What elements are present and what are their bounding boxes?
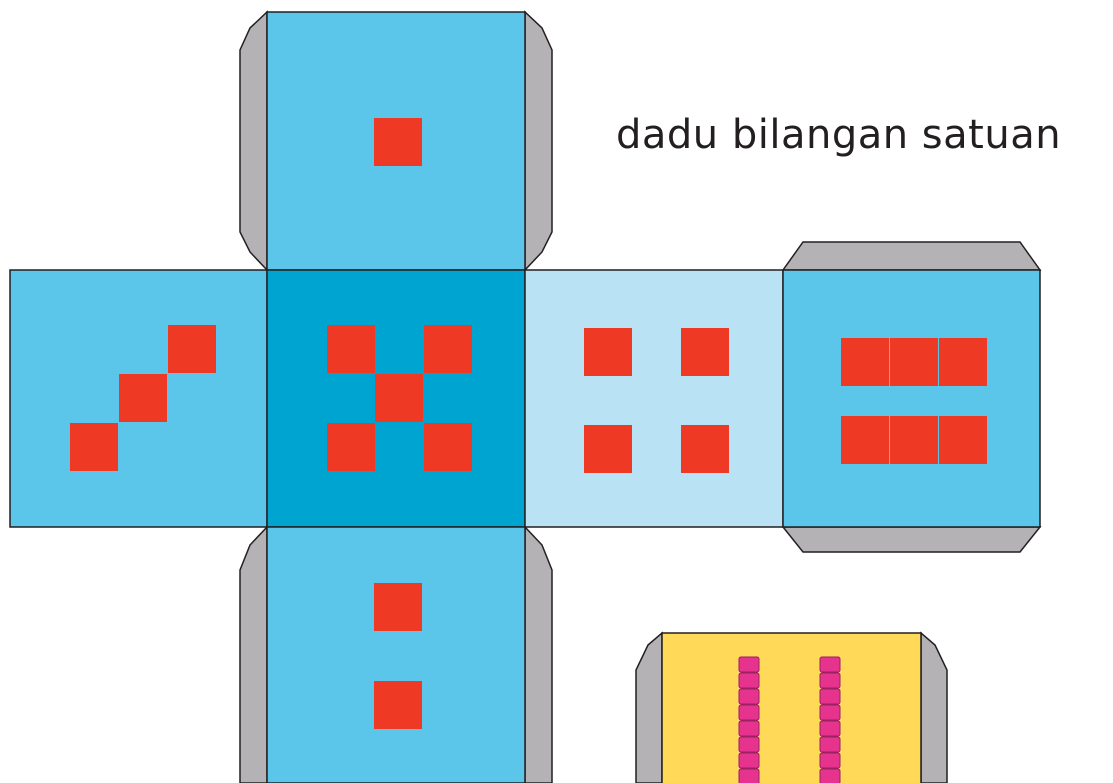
tens-bar-unit — [819, 768, 841, 783]
glue-tab — [524, 10, 553, 272]
pip — [70, 423, 118, 471]
tens-bar-unit — [819, 752, 841, 769]
tens-bar-unit — [738, 656, 760, 673]
tens-bar-unit — [738, 704, 760, 721]
pip — [119, 374, 167, 422]
tens-bar-unit — [738, 672, 760, 689]
pip — [890, 338, 938, 386]
glue-tab — [239, 10, 268, 272]
pip — [374, 583, 422, 631]
pip — [168, 325, 216, 373]
pip — [584, 328, 632, 376]
pip — [841, 338, 889, 386]
pip — [327, 423, 375, 471]
tens-bar-unit — [819, 672, 841, 689]
tens-bar-unit — [819, 720, 841, 737]
tens-bar-unit — [738, 736, 760, 753]
pip — [681, 328, 729, 376]
tens-bar-unit — [738, 768, 760, 783]
pip — [424, 423, 472, 471]
tens-bar-unit — [819, 736, 841, 753]
tens-bar-unit — [738, 752, 760, 769]
face-bottom — [266, 526, 526, 783]
tens-bar-unit — [738, 688, 760, 705]
pip — [327, 325, 375, 373]
glue-tab — [524, 525, 553, 783]
pip — [375, 374, 423, 422]
glue-tab — [781, 241, 1042, 271]
face-far-right — [782, 269, 1041, 528]
face-right-pale — [524, 269, 784, 528]
pip — [374, 681, 422, 729]
tens-die-face — [661, 632, 922, 783]
caption: dadu bilangan satuan — [616, 112, 1062, 158]
tens-bar-unit — [819, 688, 841, 705]
pip — [939, 416, 987, 464]
tens-bar-unit — [738, 720, 760, 737]
pip — [890, 416, 938, 464]
pip — [841, 416, 889, 464]
pip — [424, 325, 472, 373]
glue-tab — [635, 631, 663, 783]
pip — [939, 338, 987, 386]
pip — [681, 425, 729, 473]
pip — [374, 118, 422, 166]
pip — [584, 425, 632, 473]
glue-tab — [920, 631, 948, 783]
glue-tab — [781, 526, 1042, 553]
tens-bar-unit — [819, 656, 841, 673]
tens-bar-unit — [819, 704, 841, 721]
glue-tab — [239, 525, 268, 783]
